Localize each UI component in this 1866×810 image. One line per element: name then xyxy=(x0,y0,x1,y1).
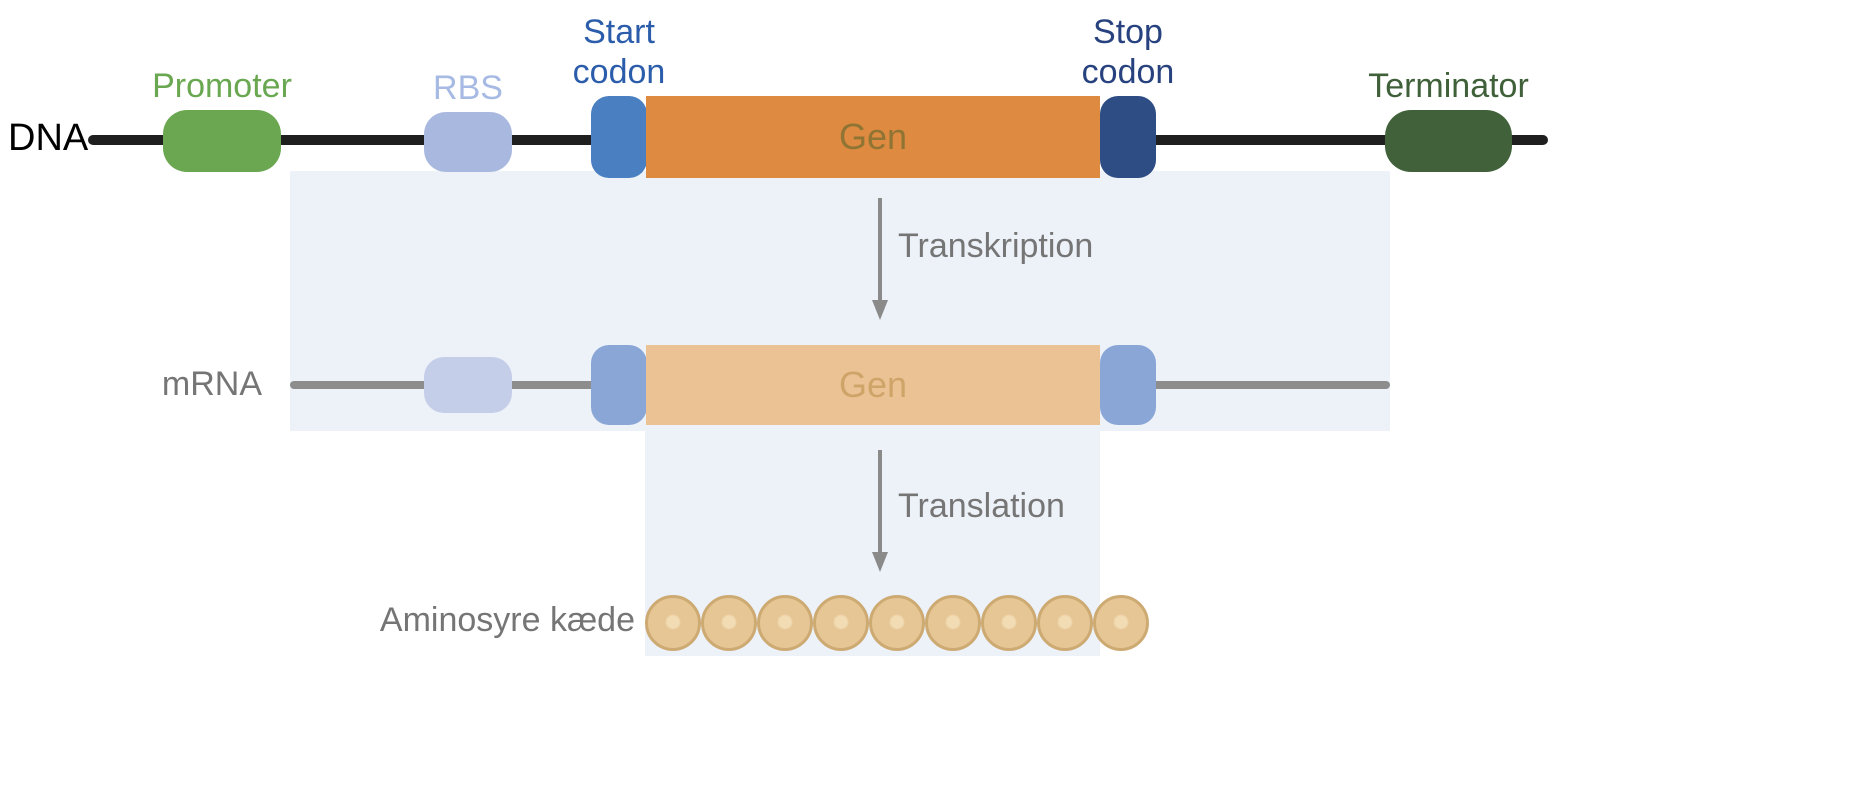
translation-label: Translation xyxy=(898,487,1065,525)
amino-acid-chain xyxy=(645,593,1149,653)
amino-acid-bead xyxy=(869,595,925,651)
amino-acid-bead xyxy=(1093,595,1149,651)
amino-acid-chain-label: Aminosyre kæde xyxy=(379,601,635,639)
gene-label: Gen xyxy=(838,116,908,157)
amino-acid-bead xyxy=(645,595,701,651)
amino-acid-bead xyxy=(701,595,757,651)
rbs-label: RBS xyxy=(433,69,503,107)
mrna-label: mRNA xyxy=(161,365,262,403)
terminator-label: Terminator xyxy=(1368,67,1529,105)
stop-codon-block xyxy=(1100,96,1156,178)
transcription-label: Transkription xyxy=(898,227,1094,265)
translation-arrow-icon xyxy=(872,450,888,572)
promoter-block xyxy=(163,110,281,172)
amino-acid-bead xyxy=(1037,595,1093,651)
amino-acid-bead xyxy=(981,595,1037,651)
start-codon-label-line1: Start xyxy=(583,13,655,51)
mrna-rbs-block xyxy=(424,357,512,413)
start-codon-label: Start codon xyxy=(529,12,709,92)
gene-block: Gen xyxy=(646,96,1100,178)
promoter-label: Promoter xyxy=(152,67,292,105)
mrna-gene-block: Gen xyxy=(646,345,1100,425)
mrna-gene-label: Gen xyxy=(838,364,908,405)
stop-codon-label-line1: Stop xyxy=(1093,13,1163,51)
amino-acid-bead xyxy=(757,595,813,651)
amino-acid-bead xyxy=(813,595,869,651)
stop-codon-label: Stop codon xyxy=(1038,12,1218,92)
stop-codon-label-line2: codon xyxy=(1081,53,1175,91)
mrna-start-codon-block xyxy=(591,345,647,425)
rbs-block xyxy=(424,112,512,172)
start-codon-block xyxy=(591,96,647,178)
transcription-arrow-icon xyxy=(872,198,888,320)
amino-acid-bead xyxy=(925,595,981,651)
mrna-stop-codon-block xyxy=(1100,345,1156,425)
terminator-block xyxy=(1385,110,1512,172)
start-codon-label-line2: codon xyxy=(572,53,666,91)
dna-label: DNA xyxy=(8,117,89,159)
